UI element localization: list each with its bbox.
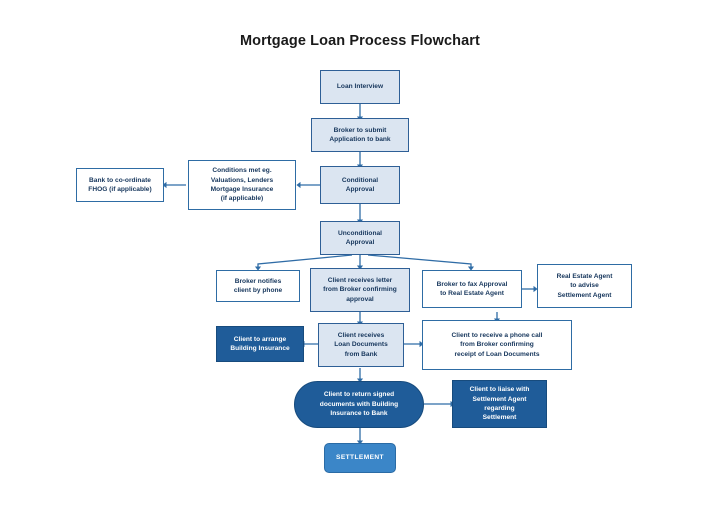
node-client-return-signed-documents[interactable]: Client to return signed documents with B… bbox=[294, 381, 424, 428]
node-settlement[interactable]: SETTLEMENT bbox=[324, 443, 396, 473]
node-loan-interview[interactable]: Loan Interview bbox=[320, 70, 400, 104]
node-conditional-approval[interactable]: Conditional Approval bbox=[320, 166, 400, 204]
node-unconditional-approval[interactable]: Unconditional Approval bbox=[320, 221, 400, 255]
node-client-arrange-building-insurance[interactable]: Client to arrange Building Insurance bbox=[216, 326, 304, 362]
node-bank-coordinate-fhog[interactable]: Bank to co-ordinate FHOG (if applicable) bbox=[76, 168, 164, 202]
node-client-receives-loan-documents[interactable]: Client receives Loan Documents from Bank bbox=[318, 323, 404, 367]
node-broker-fax-approval[interactable]: Broker to fax Approval to Real Estate Ag… bbox=[422, 270, 522, 308]
node-conditions-met[interactable]: Conditions met eg. Valuations, Lenders M… bbox=[188, 160, 296, 210]
page-title: Mortgage Loan Process Flowchart bbox=[240, 33, 480, 49]
node-real-estate-agent-advise[interactable]: Real Estate Agent to advise Settlement A… bbox=[537, 264, 632, 308]
node-broker-submit-application[interactable]: Broker to submit Application to bank bbox=[311, 118, 409, 152]
node-client-receive-phone-call[interactable]: Client to receive a phone call from Brok… bbox=[422, 320, 572, 370]
node-client-liaise-settlement-agent[interactable]: Client to liaise with Settlement Agent r… bbox=[452, 380, 547, 428]
node-broker-notifies-client[interactable]: Broker notifies client by phone bbox=[216, 270, 300, 302]
node-client-receives-letter[interactable]: Client receives letter from Broker confi… bbox=[310, 268, 410, 312]
